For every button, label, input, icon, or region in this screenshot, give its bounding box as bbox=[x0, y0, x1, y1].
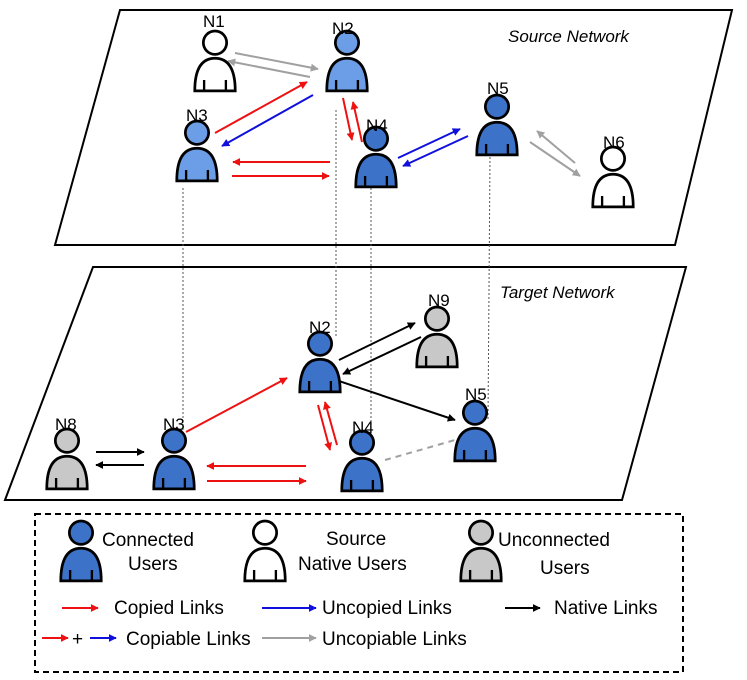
source-network-plane bbox=[53, 9, 734, 246]
source-node-N2: N2 bbox=[325, 19, 369, 93]
legend-copiable-links: Copiable Links bbox=[126, 629, 251, 650]
source-node-N3: N3 bbox=[175, 106, 219, 183]
node-label: N1 bbox=[203, 12, 225, 31]
node-label: N9 bbox=[428, 291, 450, 310]
node-label: N2 bbox=[332, 19, 354, 38]
source-node-N6: N6 bbox=[591, 133, 635, 209]
target-node-N3: N3 bbox=[152, 415, 196, 491]
legend-unconnected-line2: Users bbox=[540, 558, 590, 579]
source-links bbox=[214, 52, 581, 180]
legend-unconnected-line1: Unconnected bbox=[498, 530, 610, 551]
node-label: N2 bbox=[309, 318, 331, 337]
node-label: N4 bbox=[352, 418, 374, 437]
source-user-icon bbox=[243, 519, 287, 583]
legend-native-links: Native Links bbox=[554, 598, 658, 619]
node-label: N3 bbox=[163, 415, 185, 434]
connected-user-icon bbox=[59, 519, 103, 583]
legend: Connected Users Source Native Users Unco… bbox=[34, 513, 684, 673]
node-label: N5 bbox=[487, 79, 509, 98]
legend-source-line1: Source bbox=[326, 529, 386, 550]
source-network-title: Source Network bbox=[508, 27, 630, 46]
node-label: N3 bbox=[186, 106, 208, 125]
source-node-N4: N4 bbox=[354, 116, 398, 189]
node-label: N8 bbox=[55, 415, 77, 434]
anchor-links bbox=[182, 110, 491, 440]
node-label: N6 bbox=[603, 133, 625, 152]
legend-uncopiable-links: Uncopiable Links bbox=[322, 629, 467, 650]
legend-box bbox=[34, 513, 684, 673]
target-node-N8: N8 bbox=[45, 415, 89, 491]
target-node-N4: N4 bbox=[340, 418, 384, 493]
node-label: N5 bbox=[465, 385, 487, 404]
target-node-N2: N2 bbox=[298, 318, 342, 394]
legend-source-line2: Native Users bbox=[298, 554, 407, 575]
unconnected-user-icon bbox=[459, 519, 503, 583]
source-node-N1: N1 bbox=[193, 12, 237, 93]
source-node-N5: N5 bbox=[475, 79, 519, 157]
legend-connected-line2: Users bbox=[128, 554, 178, 575]
legend-copied-links: Copied Links bbox=[114, 598, 224, 619]
node-label: N4 bbox=[366, 116, 388, 135]
target-node-N9: N9 bbox=[415, 291, 459, 369]
target-network-title: Target Network bbox=[500, 283, 616, 302]
legend-connected-line1: Connected bbox=[102, 530, 194, 551]
legend-plus: + bbox=[72, 629, 83, 650]
target-node-N5: N5 bbox=[453, 385, 497, 463]
legend-uncopied-links: Uncopied Links bbox=[322, 598, 452, 619]
target-links bbox=[95, 322, 456, 485]
